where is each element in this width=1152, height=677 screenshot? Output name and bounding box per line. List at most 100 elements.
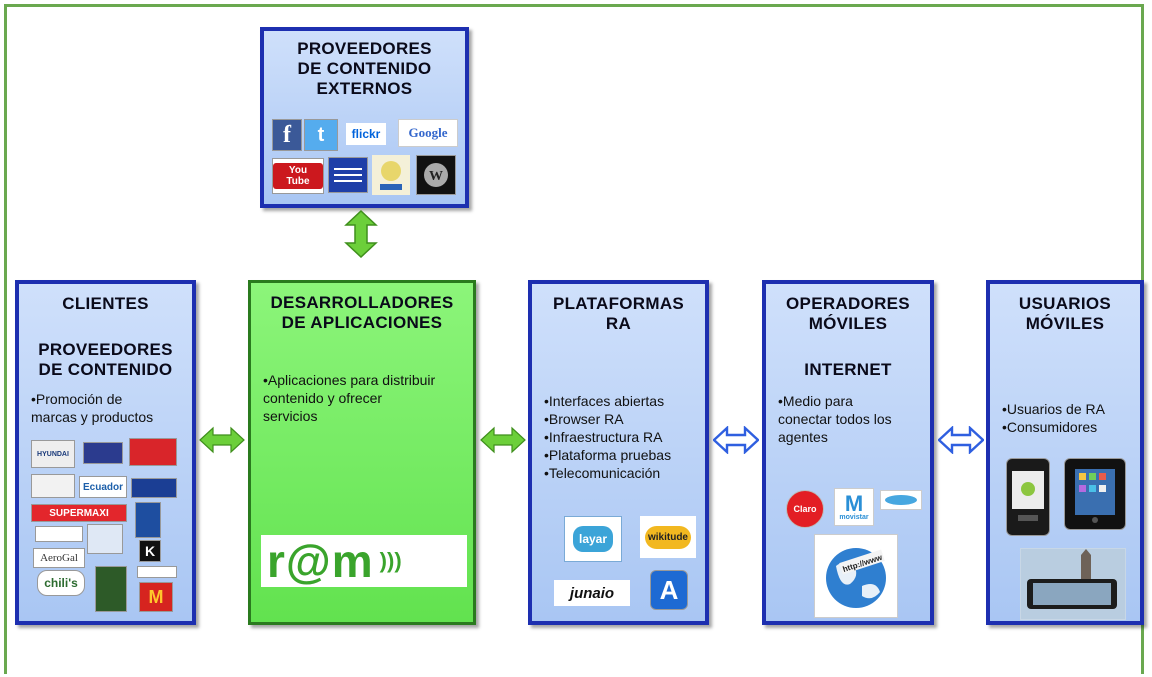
youtube-logo-text: You Tube (273, 163, 323, 189)
list-item: •Plataforma pruebas (544, 447, 672, 463)
list-item: •Aplicaciones para distribuir (263, 372, 436, 388)
title-line: DE APLICACIONES (281, 313, 443, 332)
mcdonalds-logo: M (139, 582, 173, 612)
ar-city-icon (1021, 549, 1125, 619)
iphone-image (1064, 458, 1126, 530)
clients-title: CLIENTES (62, 294, 149, 313)
brand-logo (137, 566, 177, 578)
ram-logo-text: r@m (267, 535, 374, 587)
layar-logo: layar (564, 516, 622, 562)
ar-platforms-box: PLATAFORMAS RA •Interfaces abiertas •Bro… (528, 280, 709, 625)
subtitle-line: DE CONTENIDO (38, 360, 173, 379)
list-item: •Promoción de (31, 391, 123, 407)
list-item: •Interfaces abiertas (544, 393, 665, 409)
operators-list: •Medio para conectar todos los agentes (766, 392, 930, 446)
chilis-logo: chili's (37, 570, 85, 596)
brand-logo (35, 526, 83, 542)
list-item: •Consumidores (1002, 419, 1098, 435)
wikipedia-logo: W (416, 155, 456, 195)
developers-platforms-arrow (480, 426, 526, 454)
geonames-icon (380, 161, 402, 190)
brand-logo (129, 438, 177, 466)
users-list: •Usuarios de RA •Consumidores (990, 400, 1140, 436)
android-phone-image (1006, 458, 1050, 536)
operators-subtitle: INTERNET (804, 360, 892, 379)
twitter-logo: t (304, 119, 338, 151)
youtube-logo: You Tube (272, 158, 324, 194)
layar-logo-text: layar (572, 526, 614, 552)
title-line: OPERADORES (786, 294, 910, 313)
list-item: •Usuarios de RA (1002, 401, 1105, 417)
list-item: contenido y ofrecer (263, 390, 383, 406)
a-app-logo: A (650, 570, 688, 610)
operator-icon (885, 495, 917, 505)
claro-logo: Claro (786, 490, 824, 528)
developers-title: DESARROLLADORES DE APLICACIONES (251, 293, 473, 333)
list-item: marcas y productos (31, 409, 154, 425)
aerogal-logo: AeroGal (33, 548, 85, 568)
wikitude-logo: wikitude (640, 516, 696, 558)
delicious-logo (328, 157, 368, 193)
list-item: •Infraestructura RA (544, 429, 663, 445)
brand-logo (83, 442, 123, 464)
clients-developers-arrow (199, 426, 245, 454)
list-item: conectar todos los (778, 411, 892, 427)
subtitle-line: PROVEEDORES (38, 340, 173, 359)
title-line: DESARROLLADORES (270, 293, 454, 312)
ram-logo: r@m ))) (261, 535, 467, 587)
wikitude-logo-text: wikitude (644, 525, 691, 549)
title-line: MÓVILES (808, 314, 888, 333)
operators-title: OPERADORES MÓVILES (766, 294, 930, 334)
list-item: •Telecomunicación (544, 465, 661, 481)
users-title: USUARIOS MÓVILES (990, 294, 1140, 334)
facebook-logo: f (272, 119, 302, 151)
delicious-icon (334, 168, 362, 182)
platforms-list: •Interfaces abiertas •Browser RA •Infrae… (532, 392, 705, 482)
list-item: •Browser RA (544, 411, 624, 427)
signal-waves-icon: ))) (379, 548, 402, 573)
list-item: agentes (778, 429, 828, 445)
movistar-icon: M (844, 490, 864, 516)
title-line: PROVEEDORES (297, 39, 432, 58)
list-item: •Medio para (778, 393, 853, 409)
clients-subtitle: PROVEEDORES DE CONTENIDO (19, 340, 192, 380)
title-line: MÓVILES (1025, 314, 1105, 333)
mobile-operators-box: OPERADORES MÓVILES INTERNET •Medio para … (762, 280, 934, 625)
title-line: USUARIOS (1018, 294, 1112, 313)
title-line: EXTERNOS (316, 79, 413, 98)
internet-globe-image: http://www (814, 534, 898, 618)
kfc-logo: K (139, 540, 161, 562)
ar-city-phone-image (1020, 548, 1126, 620)
google-logo: Google (398, 119, 458, 147)
platforms-title: PLATAFORMAS RA (532, 294, 705, 334)
list-item: servicios (263, 408, 318, 424)
brand-logo (131, 478, 177, 498)
brand-logo (95, 566, 127, 612)
clients-box: CLIENTES PROVEEDORES DE CONTENIDO •Promo… (15, 280, 196, 625)
movistar-text: movistar (839, 513, 869, 521)
wikipedia-icon: W (424, 163, 448, 187)
svg-text:W: W (429, 169, 443, 184)
mobile-users-box: USUARIOS MÓVILES •Usuarios de RA •Consum… (986, 280, 1144, 625)
android-phone-icon (1012, 471, 1044, 521)
supermaxi-logo: SUPERMAXI (31, 504, 127, 522)
junaio-logo: junaio (554, 580, 630, 606)
iphone-icon (1075, 469, 1115, 523)
geonames-logo (372, 155, 410, 195)
brand-logo (135, 502, 161, 538)
title-line: RA (605, 314, 632, 333)
app-developers-box: DESARROLLADORES DE APLICACIONES •Aplicac… (248, 280, 476, 625)
brand-logo (31, 474, 75, 498)
developers-list: •Aplicaciones para distribuir contenido … (251, 371, 473, 425)
title-line: PLATAFORMAS (552, 294, 685, 313)
external-content-providers-box: PROVEEDORES DE CONTENIDO EXTERNOS f t fl… (260, 27, 469, 208)
title-line: DE CONTENIDO (297, 59, 432, 78)
operator-logo (880, 490, 922, 510)
clients-list: •Promoción de marcas y productos (19, 390, 192, 426)
external-providers-title: PROVEEDORES DE CONTENIDO EXTERNOS (264, 39, 465, 99)
flickr-logo: flickr (346, 123, 386, 145)
globe-icon: http://www (826, 548, 886, 608)
ecuador-logo: Ecuador (79, 476, 127, 498)
operators-users-arrow (938, 426, 984, 454)
vertical-double-arrow (344, 210, 378, 258)
